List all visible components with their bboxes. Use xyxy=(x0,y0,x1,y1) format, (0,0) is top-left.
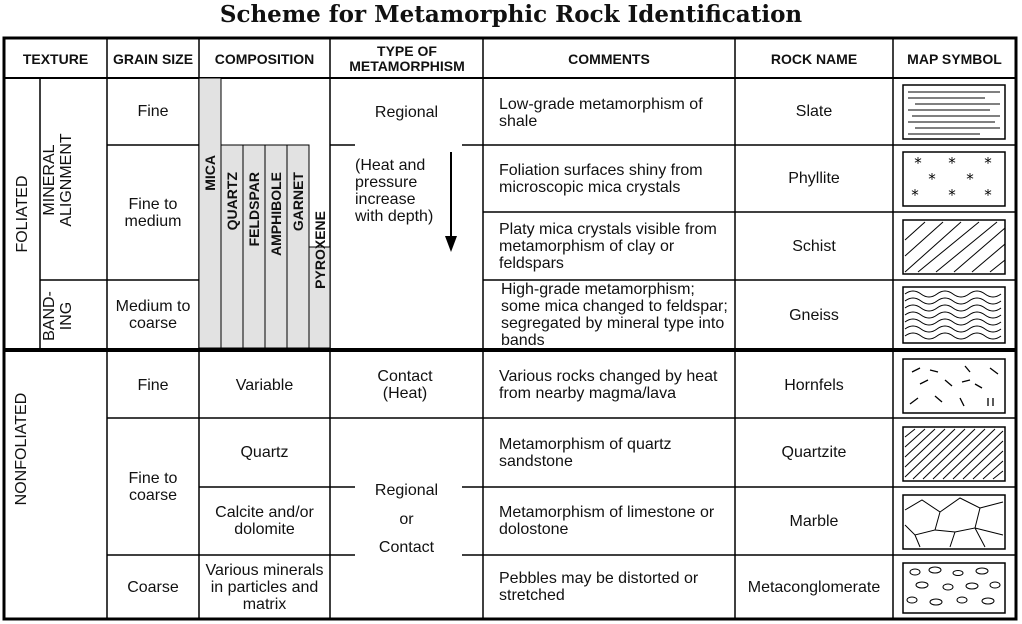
grain-fine-to-coarse: Fine to coarse xyxy=(128,469,178,504)
svg-text:*: * xyxy=(948,154,956,172)
comment-metaconglomerate: Pebbles may be distorted or stretched xyxy=(499,570,699,604)
header-rock-name: ROCK NAME xyxy=(770,50,858,67)
type-heat-pressure: (Heat and pressure increase with depth) xyxy=(355,157,434,225)
header-grain-size: GRAIN SIZE xyxy=(112,50,194,67)
type-contact: Contact (Heat) xyxy=(377,368,433,402)
composition-variable: Variable xyxy=(235,376,294,394)
rock-gneiss: Gneiss xyxy=(789,306,839,324)
comment-marble: Metamorphism of limestone or dolostone xyxy=(499,504,715,538)
grain-fine: Fine xyxy=(137,103,169,120)
marble-symbol xyxy=(904,497,1004,548)
hornfels-symbol xyxy=(909,365,999,407)
svg-text:*: * xyxy=(914,154,922,172)
texture-mineral-alignment: MINERAL ALIGNMENT xyxy=(41,133,75,227)
comment-hornfels: Various rocks changed by heat from nearb… xyxy=(499,368,718,402)
grain-fine-to-medium: Fine to medium xyxy=(124,195,182,230)
rock-slate: Slate xyxy=(795,103,833,120)
gneiss-symbol xyxy=(904,290,1002,340)
header-texture: TEXTURE xyxy=(22,50,89,67)
rock-hornfels: Hornfels xyxy=(784,376,844,394)
mineral-pyroxene: PYROXENE xyxy=(311,211,328,289)
type-roc-regional: Regional xyxy=(374,481,439,499)
mineral-garnet: GARNET xyxy=(289,172,306,232)
grain-fine-2: Fine xyxy=(137,376,169,394)
header-comments: COMMENTS xyxy=(568,50,650,67)
texture-banding: BAND- ING xyxy=(41,291,75,341)
mineral-amphibole: AMPHIBOLE xyxy=(267,172,284,256)
comment-quartzite: Metamorphism of quartz sandstone xyxy=(499,435,672,470)
slate-symbol xyxy=(908,91,1000,135)
phyllite-symbol: * * * * * * * * xyxy=(911,154,992,204)
comment-slate: Low-grade metamorphism of shale xyxy=(499,95,703,130)
metaconglomerate-symbol xyxy=(906,566,1001,606)
grain-medium-to-coarse: Medium to coarse xyxy=(115,298,191,332)
comment-schist: Platy mica crystals visible from metamor… xyxy=(499,220,717,272)
texture-foliated: FOLIATED xyxy=(13,175,31,253)
composition-calcite: Calcite and/or dolomite xyxy=(215,504,314,538)
mineral-bars xyxy=(198,77,331,349)
svg-text:*: * xyxy=(984,154,992,172)
mineral-quartz: QUARTZ xyxy=(223,172,240,231)
rock-marble: Marble xyxy=(789,512,839,530)
composition-various: Various minerals in particles and matrix xyxy=(205,561,324,613)
header-type: TYPE OF METAMORPHISM xyxy=(349,43,465,74)
rock-metaconglomerate: Metaconglomerate xyxy=(747,578,881,596)
svg-text:*: * xyxy=(966,170,974,188)
schist-symbol xyxy=(904,221,1006,273)
composition-quartz: Quartz xyxy=(240,444,289,461)
mineral-feldspar: FELDSPAR xyxy=(245,172,262,247)
header-composition: COMPOSITION xyxy=(214,50,315,67)
svg-text:*: * xyxy=(948,186,956,204)
type-roc-contact: Contact xyxy=(378,538,435,556)
header-map-symbol: MAP SYMBOL xyxy=(907,50,1002,67)
svg-text:*: * xyxy=(911,186,919,204)
type-roc-or: or xyxy=(399,510,414,528)
rock-quartzite: Quartzite xyxy=(781,444,847,461)
svg-text:*: * xyxy=(928,170,936,188)
texture-nonfoliated: NONFOLIATED xyxy=(12,392,30,506)
rock-phyllite: Phyllite xyxy=(788,170,840,187)
mineral-mica: MICA xyxy=(201,155,218,191)
comment-gneiss: High-grade metamorphism; some mica chang… xyxy=(501,281,728,349)
type-regional: Regional xyxy=(374,103,439,121)
comment-phyllite: Foliation surfaces shiny from microscopi… xyxy=(499,161,703,196)
page-title: Scheme for Metamorphic Rock Identificati… xyxy=(219,1,803,28)
svg-text:*: * xyxy=(984,186,992,204)
grain-coarse: Coarse xyxy=(127,578,179,596)
quartzite-symbol xyxy=(904,428,1004,480)
rock-schist: Schist xyxy=(792,237,836,255)
